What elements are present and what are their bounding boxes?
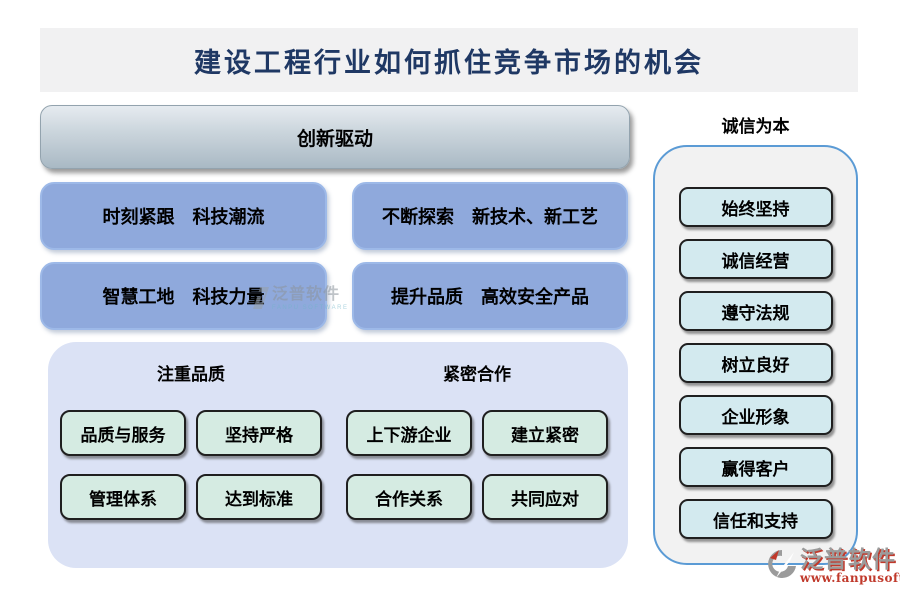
integrity-heading: 诚信为本 [721, 117, 790, 136]
watermark-text: 泛普软件 FANPU SOFTWARE [272, 286, 349, 312]
brand-text: 泛普软件 www.fanpusoft.com [800, 546, 900, 585]
group-quality: 注重品质 品质与服务 坚持严格 管理体系 达到标准 [60, 360, 322, 568]
innovation-driver-label: 创新驱动 [296, 128, 373, 150]
brand-logo: 泛普软件 www.fanpusoft.com [766, 548, 900, 587]
quality-button-strict[interactable]: 坚持严格 [196, 410, 322, 456]
group-grid-cooperation: 上下游企业 建立紧密 合作关系 共同应对 [346, 410, 608, 520]
quality-cooperation-panel: 注重品质 品质与服务 坚持严格 管理体系 达到标准 紧密合作 上下游企业 建立紧… [48, 342, 628, 568]
integrity-button-label: 始终坚持 [721, 199, 790, 219]
quality-button-standard[interactable]: 达到标准 [196, 474, 322, 520]
quality-button-label: 管理体系 [89, 489, 157, 509]
watermark-subtitle: FANPU SOFTWARE [272, 305, 349, 311]
cooperation-button-label: 上下游企业 [366, 425, 452, 445]
integrity-button-label: 信任和支持 [713, 511, 798, 531]
integrity-button-law[interactable]: 遵守法规 [678, 291, 833, 331]
integrity-button-build-good[interactable]: 树立良好 [678, 343, 833, 383]
strategy-button-label: 不断探索 新技术、新工艺 [382, 207, 598, 227]
innovation-driver-bar[interactable]: 创新驱动 [40, 105, 630, 169]
title-banner: 建设工程行业如何抓住竞争市场的机会 [40, 28, 858, 92]
integrity-button-honest-business[interactable]: 诚信经营 [678, 239, 833, 279]
brand-url[interactable]: www.fanpusoft.com [800, 571, 900, 585]
cooperation-button-establish[interactable]: 建立紧密 [482, 410, 608, 456]
fanpu-watermark-icon [253, 287, 269, 309]
strategy-button-new-tech[interactable]: 不断探索 新技术、新工艺 [352, 182, 628, 250]
group-heading-quality: 注重品质 [157, 365, 225, 384]
cooperation-button-label: 合作关系 [375, 489, 443, 509]
page-title: 建设工程行业如何抓住竞争市场的机会 [194, 47, 704, 78]
integrity-button-label: 遵守法规 [721, 303, 790, 323]
quality-button-label: 坚持严格 [225, 425, 293, 445]
integrity-button-label: 诚信经营 [721, 251, 790, 271]
strategy-button-tech-trend[interactable]: 时刻紧跟 科技潮流 [40, 182, 327, 250]
cooperation-button-together[interactable]: 共同应对 [482, 474, 608, 520]
brand-name: 泛普软件 [800, 546, 896, 572]
quality-button-label: 达到标准 [225, 489, 293, 509]
integrity-button-label: 赢得客户 [721, 459, 790, 479]
watermark-name: 泛普软件 [272, 286, 341, 303]
cooperation-button-label: 建立紧密 [511, 425, 579, 445]
cooperation-button-label: 共同应对 [511, 489, 579, 509]
integrity-panel: 始终坚持 诚信经营 遵守法规 树立良好 企业形象 赢得客户 信任和支持 [653, 145, 858, 565]
cooperation-button-upstream[interactable]: 上下游企业 [346, 410, 472, 456]
integrity-button-win-customers[interactable]: 赢得客户 [678, 447, 833, 487]
strategy-button-label: 提升品质 高效安全产品 [391, 287, 589, 307]
integrity-button-label: 企业形象 [721, 407, 790, 427]
quality-button-management[interactable]: 管理体系 [60, 474, 186, 520]
watermark: 泛普软件 FANPU SOFTWARE [253, 287, 348, 311]
group-cooperation: 紧密合作 上下游企业 建立紧密 合作关系 共同应对 [346, 360, 608, 568]
integrity-button-company-image[interactable]: 企业形象 [678, 395, 833, 435]
fanpu-logo-icon [766, 548, 798, 587]
group-grid-quality: 品质与服务 坚持严格 管理体系 达到标准 [60, 410, 322, 520]
integrity-button-label: 树立良好 [721, 355, 790, 375]
group-heading-cooperation: 紧密合作 [443, 365, 511, 384]
cooperation-button-relation[interactable]: 合作关系 [346, 474, 472, 520]
strategy-button-quality-product[interactable]: 提升品质 高效安全产品 [352, 262, 628, 330]
strategy-button-smart-site[interactable]: 智慧工地 科技力量 [40, 262, 327, 330]
strategy-button-label: 时刻紧跟 科技潮流 [102, 207, 265, 227]
quality-button-service[interactable]: 品质与服务 [60, 410, 186, 456]
quality-button-label: 品质与服务 [80, 425, 166, 445]
strategy-button-label: 智慧工地 科技力量 [102, 287, 265, 307]
integrity-button-trust-support[interactable]: 信任和支持 [678, 499, 833, 539]
integrity-button-persist[interactable]: 始终坚持 [678, 187, 833, 227]
